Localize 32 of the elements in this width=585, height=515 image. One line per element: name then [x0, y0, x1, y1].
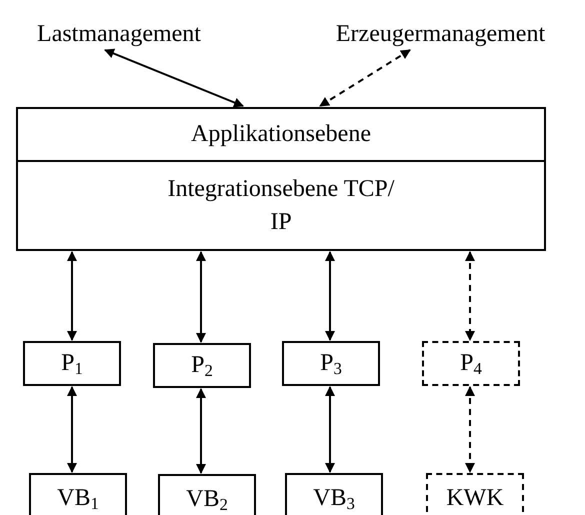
node-label: P$_{1}$ — [61, 349, 83, 380]
process-box — [426, 473, 524, 515]
node-label: VB$_{3}$ — [313, 484, 355, 514]
process-box — [153, 343, 251, 388]
layer-band — [16, 107, 546, 162]
process-box — [285, 473, 383, 515]
process-box — [158, 474, 256, 515]
double-arrow — [319, 49, 411, 107]
layer-band — [16, 160, 546, 251]
node-label: P$_{2}$ — [191, 351, 213, 382]
node-label: Integrationsebene TCP/ IP — [166, 175, 396, 236]
process-box — [422, 341, 520, 386]
double-arrow — [67, 386, 77, 473]
double-arrow — [325, 251, 335, 341]
node-label: Applikationsebene — [191, 120, 371, 150]
node-label: P$_{3}$ — [320, 349, 342, 380]
node-label: VB$_{1}$ — [57, 484, 99, 514]
process-box — [29, 473, 127, 515]
process-box — [282, 341, 380, 386]
label-text: Erzeugermanagement — [298, 18, 583, 52]
double-arrow — [196, 251, 206, 343]
double-arrow — [465, 251, 475, 341]
node-label: P$_{4}$ — [460, 349, 482, 380]
double-arrow — [104, 48, 244, 108]
label-text: Lastmanagement — [8, 18, 230, 52]
double-arrow — [196, 388, 206, 474]
double-arrow — [67, 251, 77, 341]
node-label: KWK — [446, 484, 504, 513]
double-arrow — [325, 386, 335, 473]
process-box — [23, 341, 121, 386]
double-arrow — [465, 386, 475, 473]
node-label: VB$_{2}$ — [186, 484, 228, 515]
